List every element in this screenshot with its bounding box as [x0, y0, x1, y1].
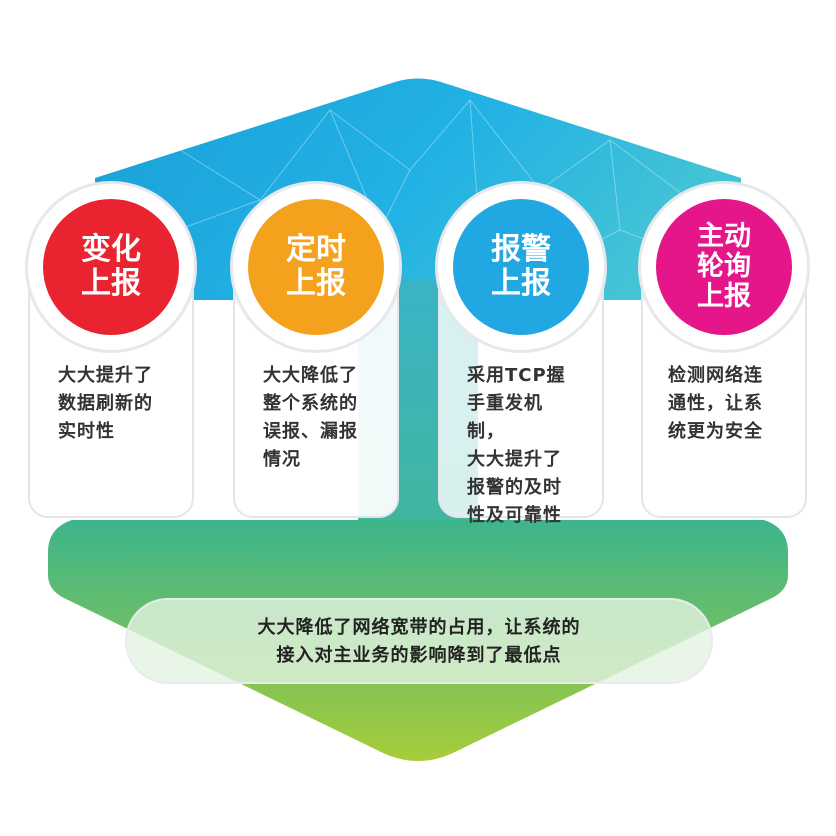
summary-line: 大大降低了网络宽带的占用，让系统的: [257, 617, 581, 638]
summary-line: 接入对主业务的影响降到了最低点: [276, 645, 562, 666]
desc-line: 情况: [263, 449, 301, 470]
desc-line: 误报、漏报: [263, 421, 358, 442]
badge-alarm-report: 报警 上报: [453, 199, 589, 335]
badge-line: 上报: [81, 266, 141, 301]
badge-change-report: 变化 上报: [43, 199, 179, 335]
summary-box: [125, 598, 713, 684]
badge-line: 上报: [286, 266, 346, 301]
desc-line: 报警的及时: [467, 477, 562, 498]
desc-line: 采用TCP握: [467, 365, 566, 386]
badge-line: 变化: [81, 232, 141, 267]
card-description: 检测网络连 通性，让系 统更为安全: [668, 362, 778, 446]
badge-polling-report: 主动 轮询 上报: [656, 199, 792, 335]
badge-line: 主动: [697, 221, 751, 252]
badge-line: 定时: [286, 232, 346, 267]
card-description: 大大降低了 整个系统的 误报、漏报 情况: [263, 362, 373, 474]
desc-line: 大大提升了: [467, 449, 562, 470]
summary-text: 大大降低了网络宽带的占用，让系统的 接入对主业务的影响降到了最低点: [125, 614, 713, 670]
desc-line: 整个系统的: [263, 393, 358, 414]
desc-line: 统更为安全: [668, 421, 763, 442]
desc-line: 手重发机制，: [467, 393, 543, 442]
desc-line: 通性，让系: [668, 393, 763, 414]
desc-line: 大大提升了: [58, 365, 153, 386]
desc-line: 数据刷新的: [58, 393, 153, 414]
desc-line: 检测网络连: [668, 365, 763, 386]
badge-line: 上报: [491, 266, 551, 301]
desc-line: 性及可靠性: [467, 505, 562, 526]
badge-line: 上报: [697, 281, 751, 312]
desc-line: 实时性: [58, 421, 115, 442]
badge-timed-report: 定时 上报: [248, 199, 384, 335]
badge-line: 报警: [491, 232, 551, 267]
card-description: 大大提升了 数据刷新的 实时性: [58, 362, 168, 446]
card-description: 采用TCP握 手重发机制， 大大提升了 报警的及时 性及可靠性: [467, 362, 577, 530]
badge-line: 轮询: [697, 251, 751, 282]
desc-line: 大大降低了: [263, 365, 358, 386]
